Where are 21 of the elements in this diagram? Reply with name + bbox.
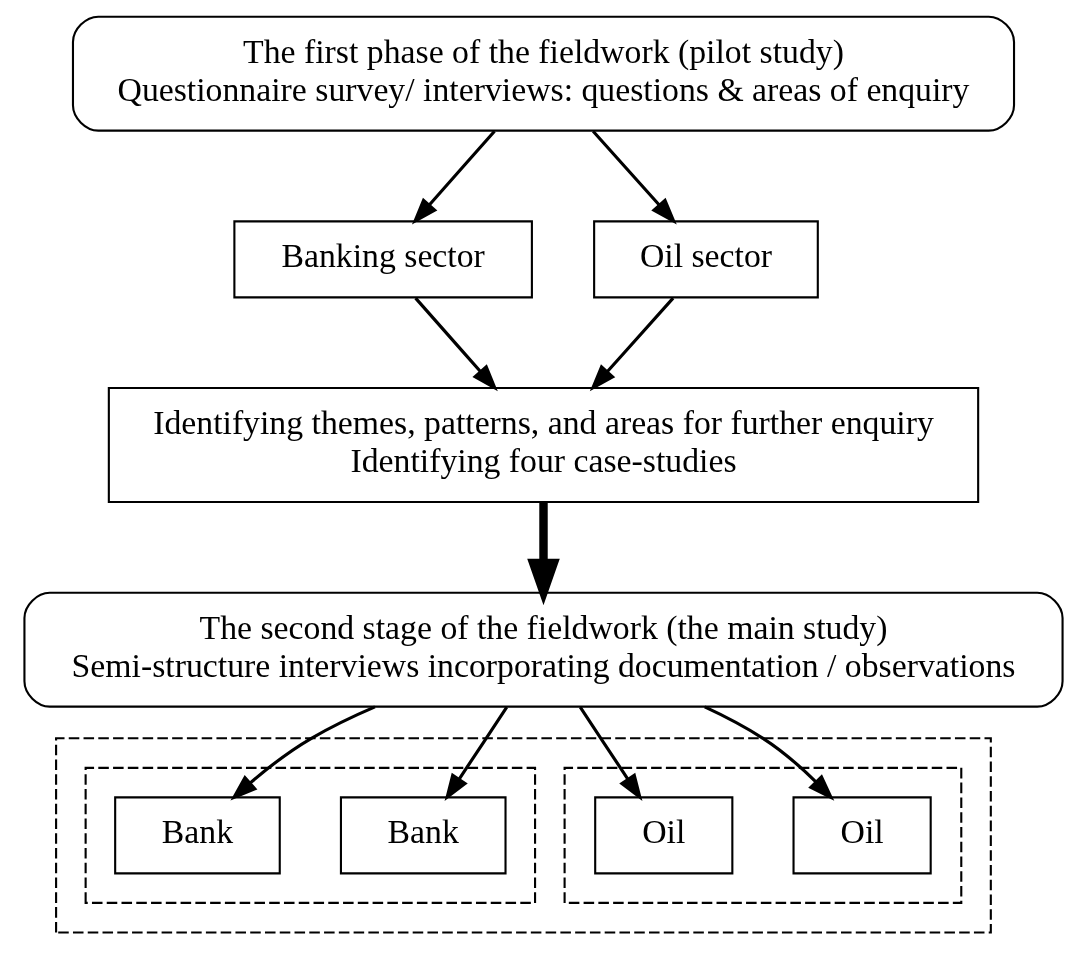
arrow [589, 297, 674, 392]
arrow [444, 706, 508, 802]
arrow [413, 297, 498, 392]
node-box: The first phase of the fieldwork (pilot study) Questionnaire survey/ interviews: questions & areas of enquiry [71, 15, 1015, 132]
arrow [229, 705, 376, 801]
node-box: The second stage of the fieldwork (the main study) Semi-structure interviews incorporating documentation / observations [22, 591, 1064, 708]
cluster [84, 766, 536, 904]
node-box: Oil [791, 796, 932, 875]
arrow [411, 130, 496, 225]
arrow [526, 502, 560, 606]
node-box: Oil [593, 796, 733, 875]
arrow [703, 705, 834, 801]
arrow [578, 706, 642, 802]
node-box: Banking sector [232, 220, 533, 299]
node-box: Oil sector [592, 220, 819, 299]
node-box: Bank [339, 796, 507, 875]
cluster [54, 737, 992, 934]
node-box: Identifying themes, patterns, and areas for further enquiry Identifying four case-studies [107, 387, 979, 504]
node-box: Bank [113, 796, 281, 875]
arrow [591, 130, 677, 225]
cluster [563, 766, 962, 904]
